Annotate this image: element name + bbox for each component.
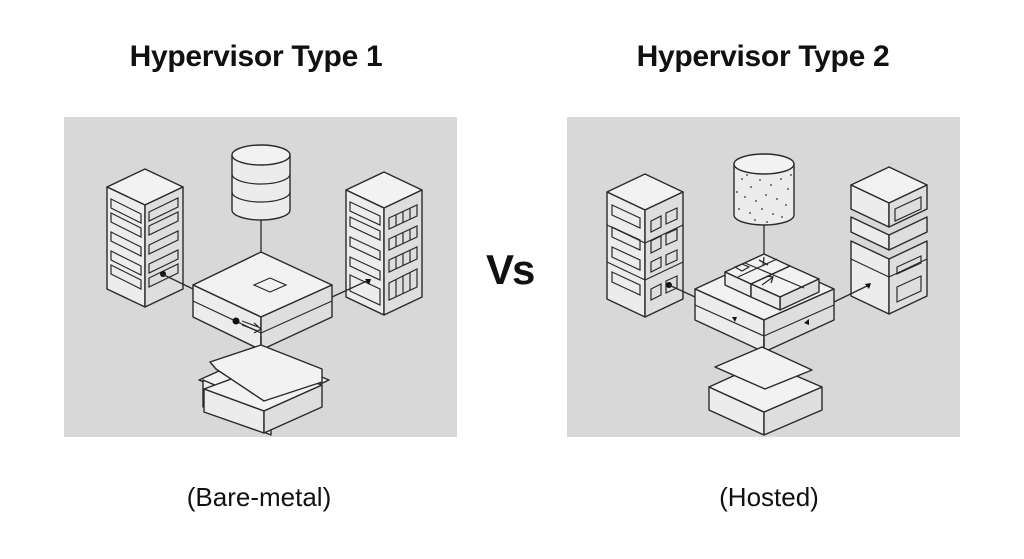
- vs-label: Vs: [486, 246, 535, 293]
- hardware-layer-icon: [708, 346, 823, 436]
- database-icon: [231, 144, 291, 221]
- data-dots: [736, 174, 792, 223]
- type1-subtitle: (Bare-metal): [186, 482, 332, 512]
- type2-diagram-panel: [567, 117, 960, 437]
- database-dotted-icon: [733, 153, 795, 226]
- virtual-machines-icon: [724, 253, 820, 311]
- server-stack-right-icon: [850, 166, 928, 315]
- type1-diagram-panel: [64, 117, 457, 437]
- type1-diagram: [106, 144, 423, 436]
- hardware-layer-icon: [198, 344, 330, 436]
- type2-diagram: [606, 153, 928, 436]
- type2-subtitle: (Hosted): [719, 482, 819, 512]
- server-building-left-icon: [606, 173, 684, 318]
- type2-title: Hypervisor Type 2: [636, 40, 890, 73]
- type1-title: Hypervisor Type 1: [129, 40, 383, 73]
- server-rack-right-icon: [345, 171, 423, 316]
- hypervisor-layer-icon: [192, 251, 333, 351]
- server-rack-left-icon: [106, 168, 184, 308]
